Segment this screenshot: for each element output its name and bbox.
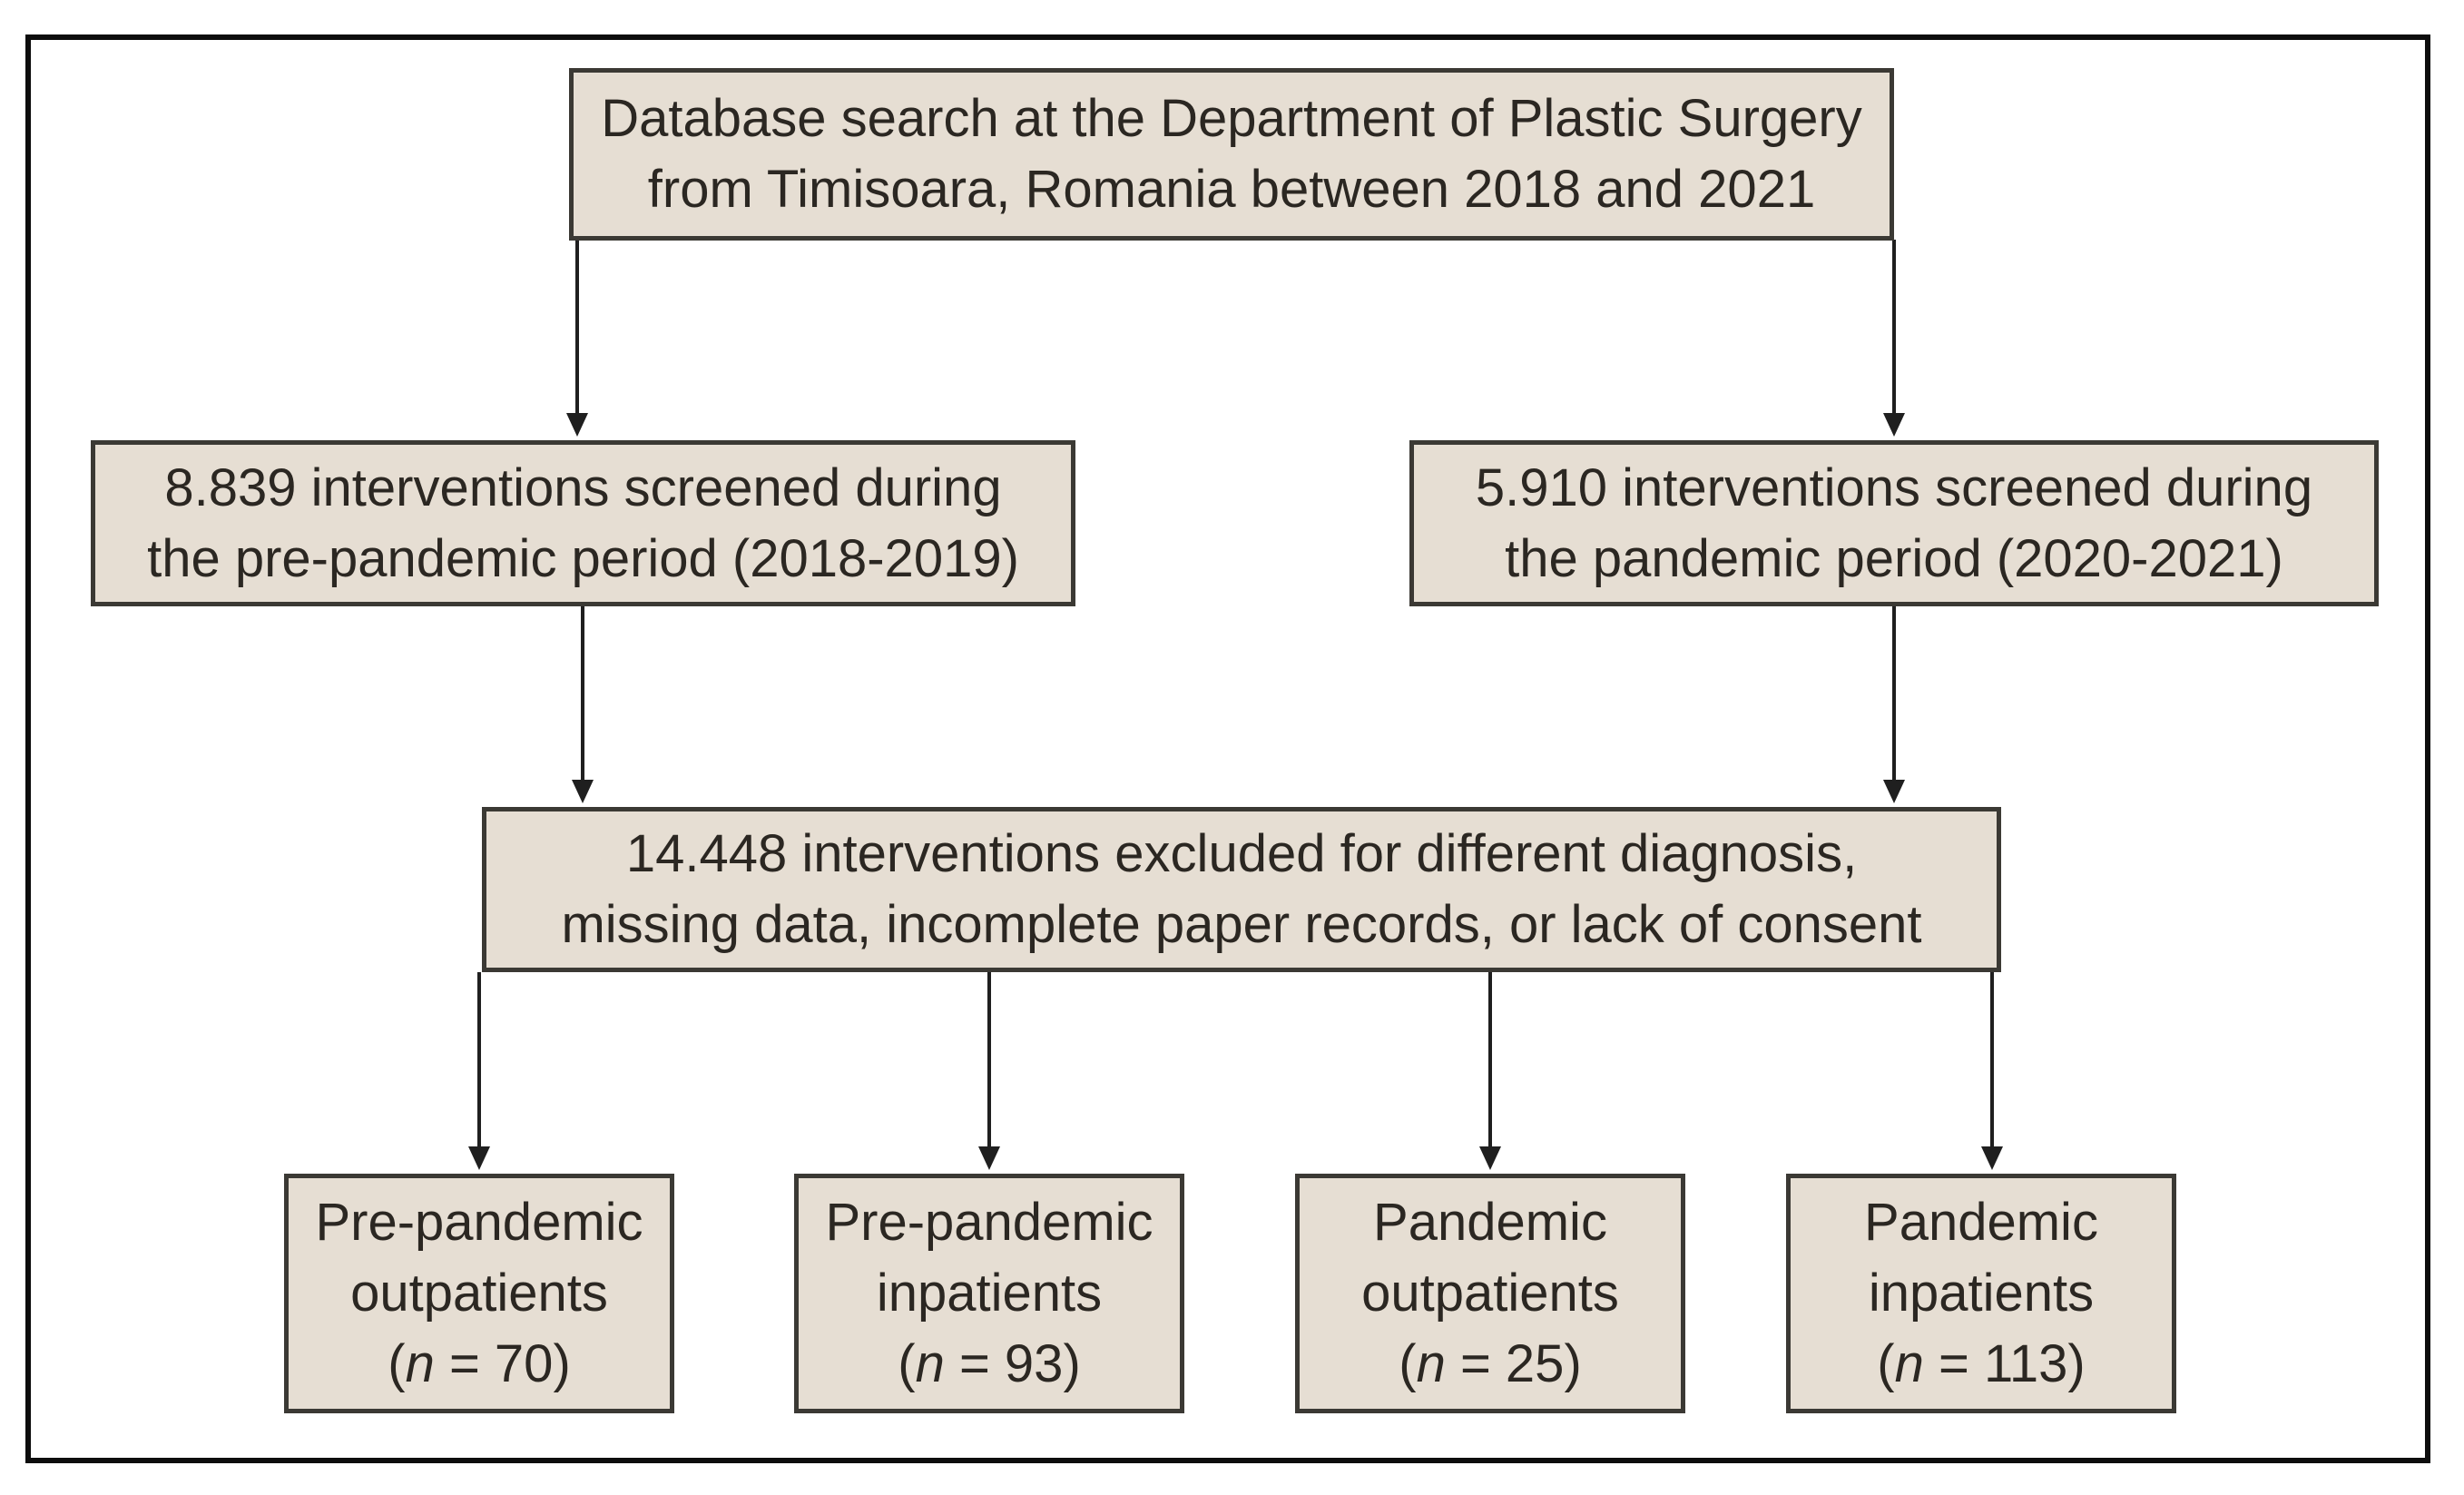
box-pandemic-screened: 5.910 interventions screened during the … (1409, 440, 2379, 606)
arrow-excluded-to-outcome-2 (978, 972, 1000, 1170)
box-text-line: 8.839 interventions screened during (164, 457, 1002, 517)
box-text-line: outpatients (350, 1264, 608, 1323)
box-text-n-count: (n = 70) (388, 1329, 571, 1400)
box-text-line: 5.910 interventions screened during (1475, 457, 2313, 517)
n-symbol: n (405, 1334, 435, 1393)
arrow-prepandemic-to-excluded (572, 606, 594, 803)
box-text-line: Pre-pandemic (825, 1193, 1153, 1252)
box-outcome-pre-pandemic-outpatients: Pre-pandemic outpatients (n = 70) (284, 1174, 674, 1413)
box-text-n-count: (n = 25) (1399, 1329, 1582, 1400)
box-text-line: Database search at the Department of Pla… (601, 89, 1862, 148)
arrow-excluded-to-outcome-1 (468, 972, 490, 1170)
paren-open: ( (388, 1334, 406, 1393)
box-text-line: Pandemic (1373, 1193, 1607, 1252)
box-pre-pandemic-screened: 8.839 interventions screened during the … (91, 440, 1075, 606)
box-text-n-count: (n = 93) (898, 1329, 1081, 1400)
n-count-value: = 25) (1445, 1334, 1582, 1393)
box-interventions-excluded: 14.448 interventions excluded for differ… (482, 807, 2001, 972)
n-symbol: n (1894, 1334, 1924, 1393)
box-database-search: Database search at the Department of Pla… (569, 68, 1894, 241)
n-symbol: n (1416, 1334, 1446, 1393)
box-text-line: the pre-pandemic period (2018-2019) (147, 528, 1019, 588)
arrow-pandemic-to-excluded (1883, 606, 1905, 803)
box-outcome-pandemic-inpatients: Pandemic inpatients (n = 113) (1786, 1174, 2176, 1413)
box-text-line: from Timisoara, Romania between 2018 and… (647, 160, 1816, 219)
box-text-line: Pre-pandemic (315, 1193, 643, 1252)
box-text-line: inpatients (876, 1264, 1103, 1323)
n-count-value: = 93) (944, 1334, 1081, 1393)
box-outcome-pre-pandemic-inpatients: Pre-pandemic inpatients (n = 93) (794, 1174, 1184, 1413)
arrow-top-to-prepandemic (566, 240, 588, 437)
n-count-value: = 113) (1923, 1334, 2086, 1393)
paren-open: ( (898, 1334, 916, 1393)
box-text-line: the pandemic period (2020-2021) (1505, 528, 2283, 588)
box-text-line: Pandemic (1864, 1193, 2098, 1252)
arrow-top-to-pandemic (1883, 240, 1905, 437)
paren-open: ( (1399, 1334, 1417, 1393)
box-text-line: missing data, incomplete paper records, … (561, 895, 1922, 954)
box-outcome-pandemic-outpatients: Pandemic outpatients (n = 25) (1295, 1174, 1685, 1413)
box-text-line: 14.448 interventions excluded for differ… (625, 824, 1858, 883)
box-text-line: outpatients (1361, 1264, 1619, 1323)
box-text-line: inpatients (1868, 1264, 2095, 1323)
n-symbol: n (915, 1334, 945, 1393)
arrow-excluded-to-outcome-3 (1479, 972, 1501, 1170)
n-count-value: = 70) (434, 1334, 571, 1393)
paren-open: ( (1877, 1334, 1895, 1393)
box-text-n-count: (n = 113) (1877, 1329, 2085, 1400)
arrow-excluded-to-outcome-4 (1981, 972, 2003, 1170)
